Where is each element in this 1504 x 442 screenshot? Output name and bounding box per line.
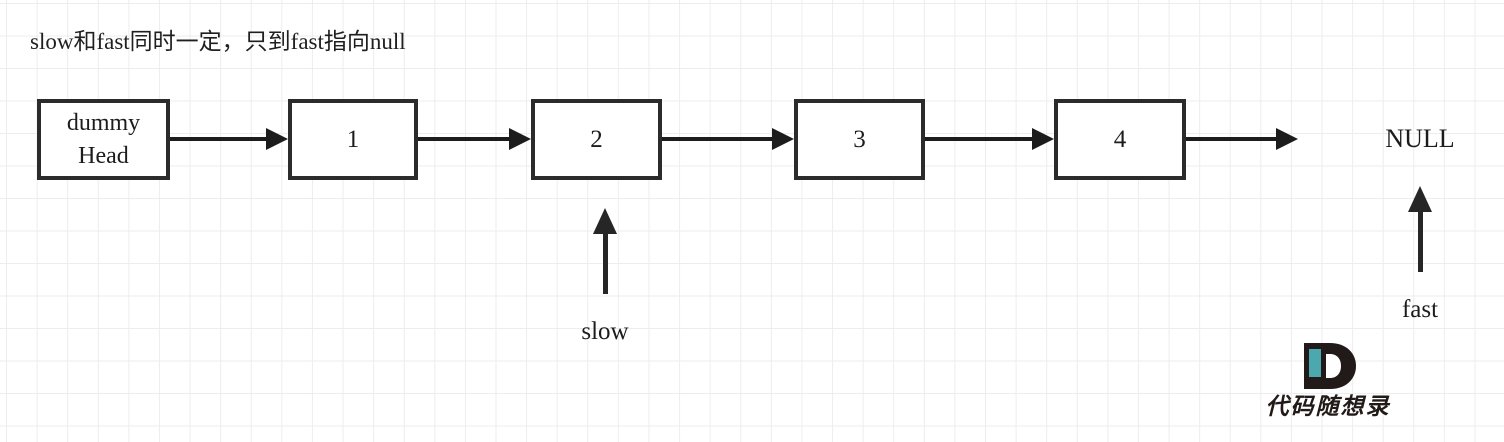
list-node-label: 3	[853, 125, 866, 153]
list-node-1: 1	[288, 99, 418, 180]
list-node-label: 1	[346, 125, 360, 153]
arrow-dummy-to-1-icon	[170, 128, 288, 150]
arrow-3-to-4-icon	[925, 128, 1054, 150]
slow-pointer-label: slow	[581, 318, 629, 345]
logo-d-mark-icon	[1300, 343, 1358, 389]
list-node-label: 4	[1113, 125, 1127, 153]
watermark-logo: 代码随想录	[1248, 343, 1408, 421]
diagram-title: slow和fast同时一定，只到fast指向null	[30, 29, 406, 54]
fast-pointer-label: fast	[1401, 296, 1439, 323]
list-node-label: 2	[590, 125, 603, 153]
list-node-2: 2	[531, 99, 662, 180]
logo-text: 代码随想录	[1265, 393, 1391, 420]
list-node-label: dummy Head	[66, 109, 141, 169]
null-terminator-label: NULL	[1385, 124, 1455, 153]
list-node-4: 4	[1054, 99, 1186, 180]
list-node-dummy-head: dummy Head	[37, 99, 170, 180]
fast-pointer-arrow-icon	[1408, 186, 1432, 272]
arrow-2-to-3-icon	[662, 128, 794, 150]
arrow-1-to-2-icon	[418, 128, 531, 150]
arrow-4-to-null-icon	[1186, 128, 1298, 150]
slow-pointer-arrow-icon	[593, 208, 617, 294]
list-node-3: 3	[794, 99, 925, 180]
